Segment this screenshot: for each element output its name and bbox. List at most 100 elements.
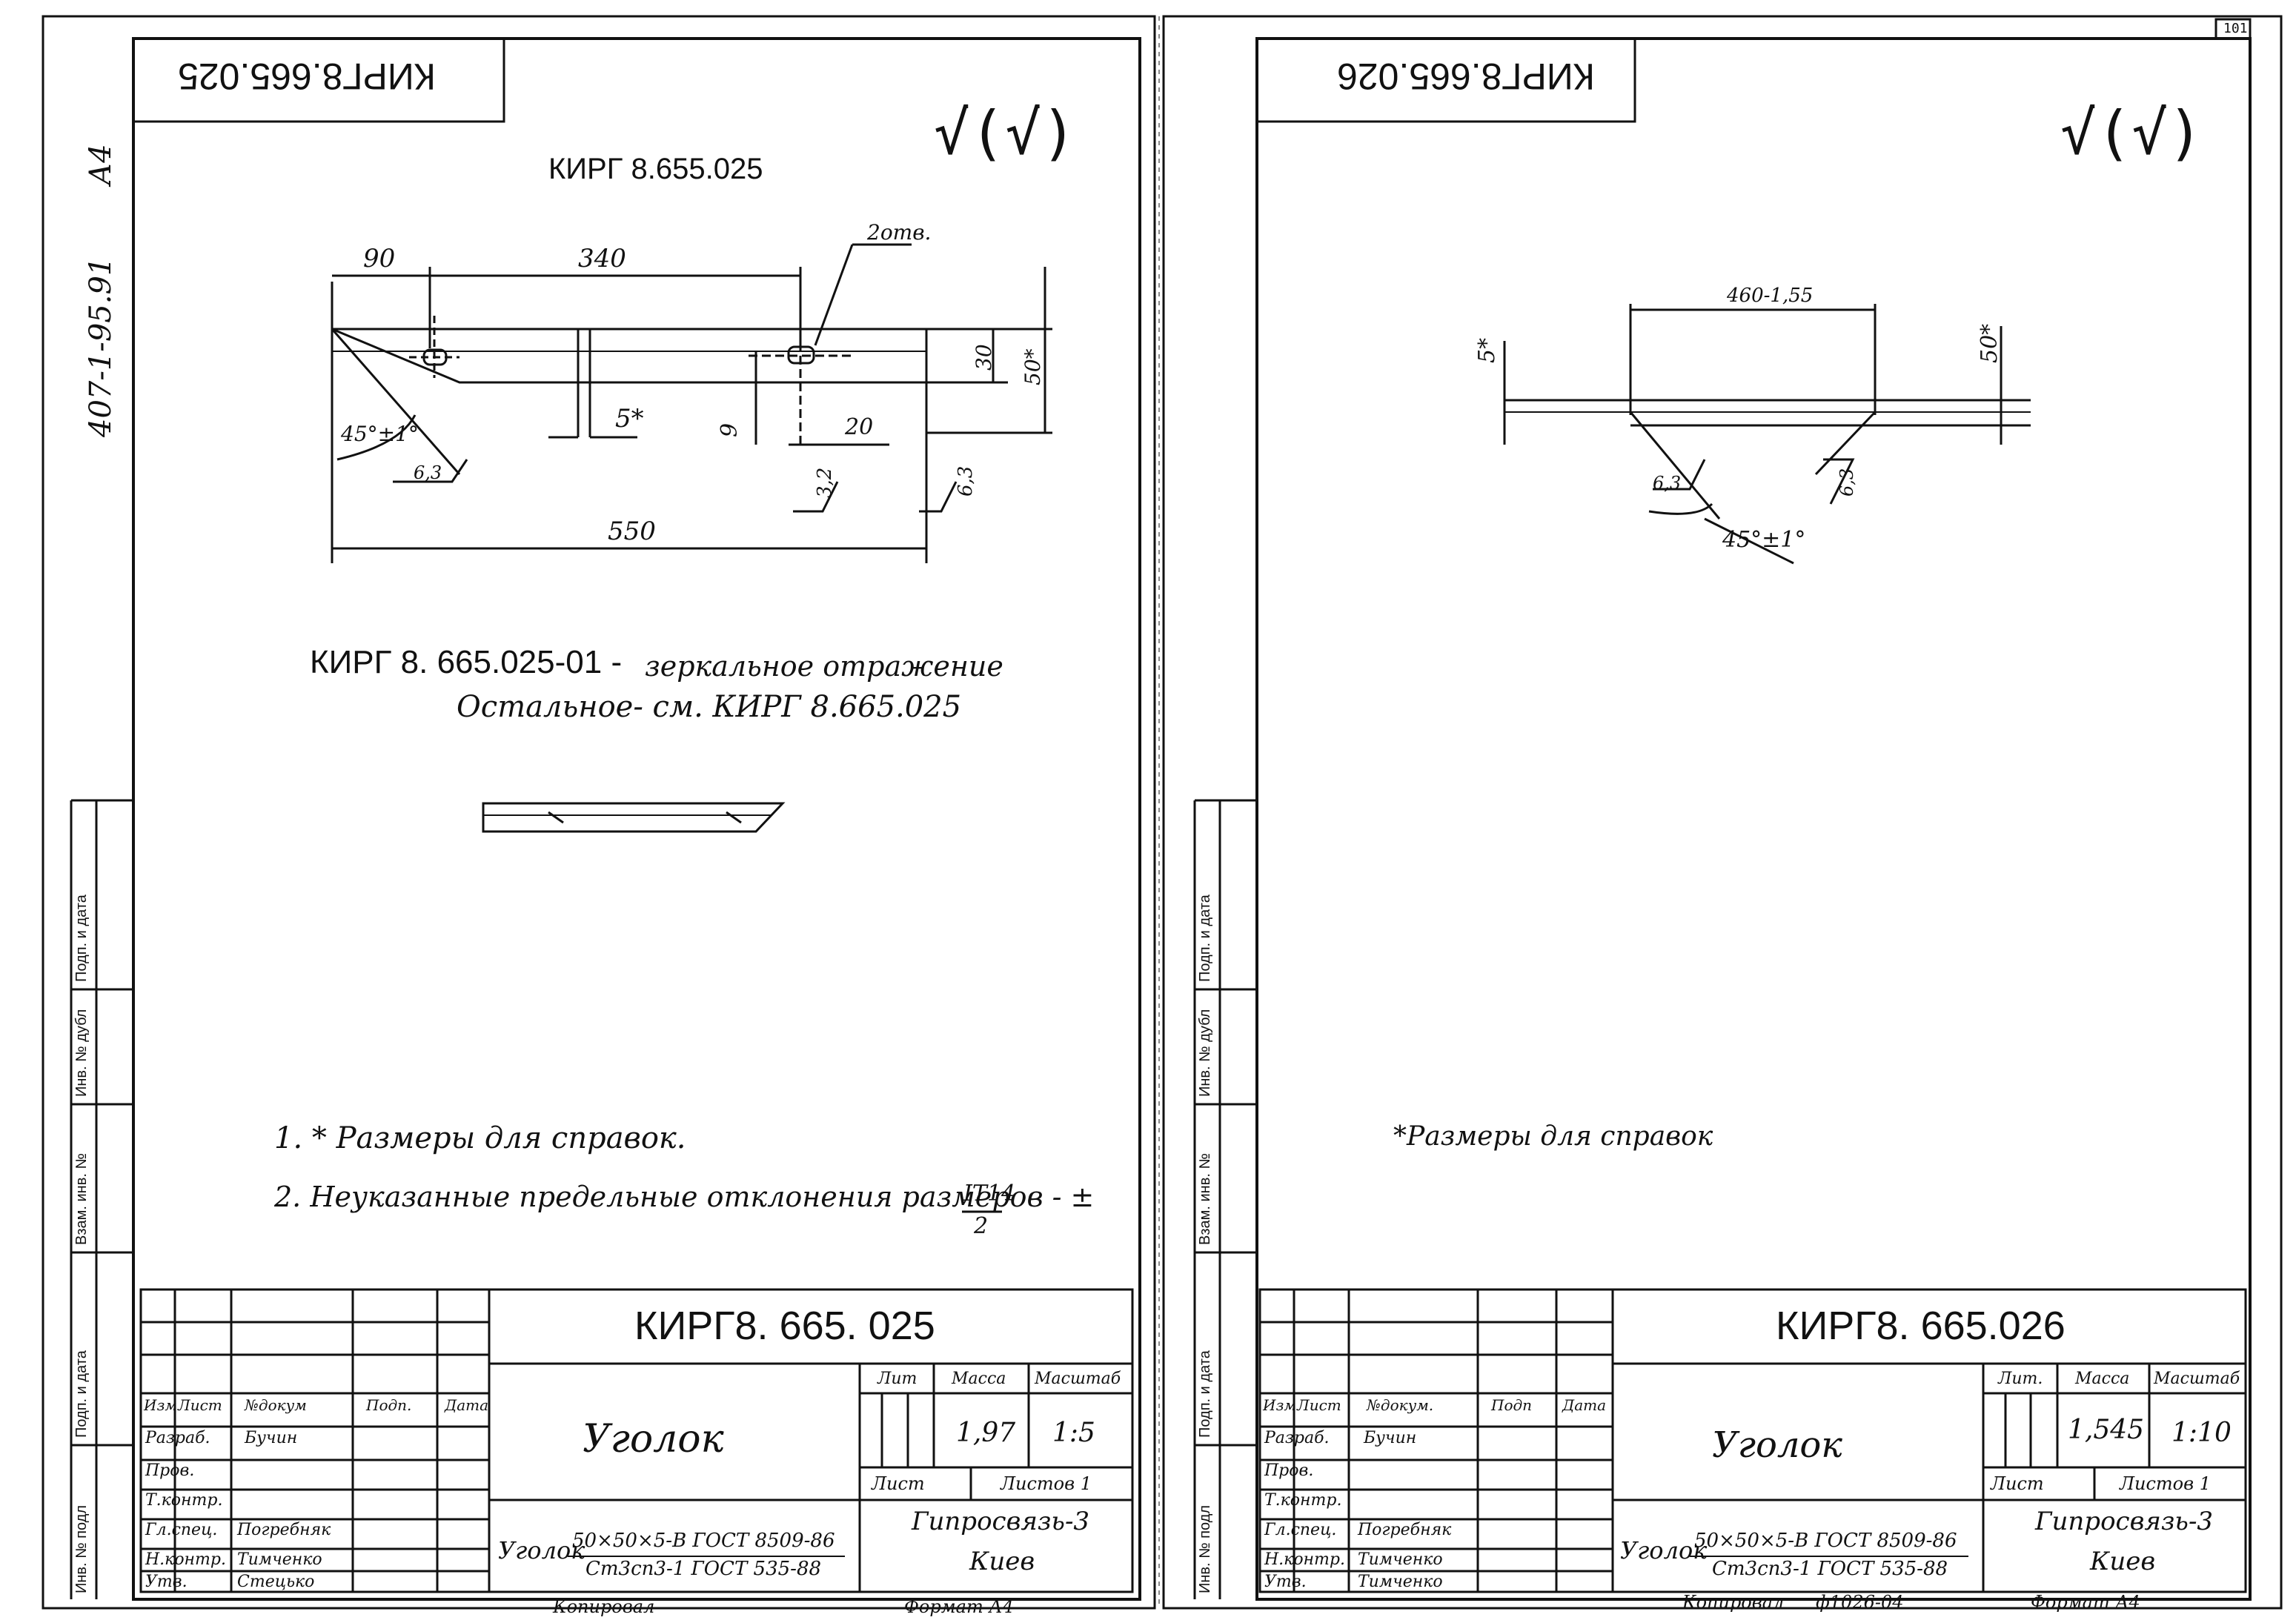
l-org2: Киев (969, 1547, 1035, 1576)
dim-90: 90 (363, 244, 396, 273)
l-scale-h: Масштаб (1035, 1370, 1121, 1388)
r-lit: Лит. (1998, 1370, 2043, 1388)
r-name-3: Погребняк (1358, 1521, 1452, 1539)
dim-50: 50* (1021, 348, 1045, 385)
l-role-4: Н.контр. (145, 1550, 226, 1569)
r-org1: Гипросвязь-3 (2035, 1507, 2214, 1536)
l-name-3: Погребняк (237, 1521, 331, 1539)
dim-angle: 45°±1° (341, 422, 419, 446)
dim-r32: 3,2 (814, 467, 836, 498)
l-name-5: Стецько (237, 1573, 315, 1591)
r-dim-5: 5* (1474, 337, 1500, 363)
r-role-0: Разраб. (1264, 1429, 1330, 1447)
l-role-3: Гл.спец. (145, 1521, 218, 1539)
r-hdr-date: Дата (1562, 1396, 1607, 1414)
right-title-code: КИРГ8. 665.026 (1776, 1304, 2066, 1348)
r-side-label-1: Инв. № дубл (1197, 1009, 1213, 1097)
r-role-5: Утв. (1264, 1573, 1307, 1591)
r-hdr-izm: Изм (1263, 1396, 1296, 1414)
right-part-name: Уголок (1712, 1424, 1842, 1466)
dim-550: 550 (608, 517, 656, 546)
l-lit: Лит (877, 1370, 918, 1388)
r-material-bot: Ст3сп3-1 ГОСТ 535-88 (1712, 1558, 1948, 1580)
side-code: 407-1-95.91 (84, 256, 118, 437)
right-corner-code: КИРГ8.665.026 (1337, 56, 1595, 97)
l-material-pre: Уголок (498, 1536, 585, 1564)
r-format: Формат А4 (2031, 1592, 2140, 1613)
r-mass: 1,545 (2068, 1415, 2145, 1445)
right-title-block-lines (1258, 1288, 2247, 1593)
side-label-0: Подп. и дата (73, 895, 90, 982)
r-hdr-sign: Подп (1491, 1396, 1533, 1414)
dim-9: 9 (717, 422, 743, 437)
l-role-2: Т.контр. (145, 1491, 223, 1510)
l-hdr-list: Лист (178, 1396, 222, 1414)
l-hdr-izm: Изм (144, 1396, 177, 1414)
r-material-pre: Уголок (1620, 1536, 1708, 1564)
left-part-geometry (331, 243, 1052, 563)
r-dim-r63b: 6,3 (1837, 468, 1857, 497)
side-label-4: Инв. № подл (73, 1504, 90, 1593)
r-role-3: Гл.спец. (1264, 1521, 1337, 1539)
r-hdr-list: Лист (1297, 1396, 1341, 1414)
right-roughness: √(√) (2060, 99, 2203, 167)
r-dim-angle: 45°±1° (1722, 527, 1806, 553)
r-name-0: Бучин (1364, 1429, 1417, 1447)
right-part-geometry (1503, 304, 2031, 565)
note-2-num: IT14 (963, 1181, 1016, 1207)
left-title-code: КИРГ8. 665. 025 (634, 1304, 935, 1348)
dim-5: 5* (615, 404, 644, 434)
r-org2: Киев (2090, 1547, 2156, 1576)
dim-r63a: 6,3 (414, 462, 442, 483)
l-hdr-doc: №докум (245, 1396, 307, 1414)
variant-text: зеркальное отражение (645, 650, 1003, 683)
r-scale-h: Масштаб (2154, 1370, 2240, 1388)
r-copied-no: ф1026-04 (1816, 1592, 1904, 1613)
l-material-bot: Ст3сп3-1 ГОСТ 535-88 (585, 1558, 822, 1580)
left-roughness: √(√) (934, 99, 1077, 167)
r-role-2: Т.контр. (1264, 1491, 1342, 1510)
r-copied: Копировал (1682, 1592, 1785, 1613)
l-scale: 1:5 (1052, 1418, 1095, 1448)
l-hdr-date: Дата (445, 1396, 489, 1414)
note-1: 1. * Размеры для справок. (274, 1121, 686, 1155)
l-org1: Гипросвязь-3 (912, 1507, 1090, 1536)
page-number: 101 (2223, 21, 2248, 36)
mirror-sketch (482, 802, 786, 833)
side-label-3: Подп. и дата (73, 1350, 90, 1438)
r-note: *Размеры для справок (1393, 1121, 1713, 1152)
r-hdr-doc: №докум. (1367, 1396, 1434, 1414)
l-copied: Копировал (553, 1596, 655, 1617)
right-inner-frame (1255, 37, 2252, 1601)
side-label-2: Взам. инв. № (73, 1153, 90, 1245)
r-role-4: Н.контр. (1264, 1550, 1345, 1569)
r-side-label-3: Подп. и дата (1197, 1350, 1213, 1438)
note-2: 2. Неуказанные предельные отклонения раз… (274, 1181, 1095, 1213)
side-label-1: Инв. № дубл (73, 1009, 90, 1097)
dim-340: 340 (578, 244, 626, 273)
left-title-block-lines (139, 1288, 1134, 1593)
left-corner-code: КИРГ8.665.025 (178, 56, 436, 97)
l-mass: 1,97 (956, 1418, 1016, 1448)
variant-code: КИРГ 8. 665.025-01 - (310, 644, 623, 680)
l-hdr-sign: Подп. (366, 1396, 412, 1414)
l-format: Формат А4 (904, 1596, 1014, 1617)
l-sheets: Листов 1 (1001, 1473, 1092, 1494)
left-part-name: Уголок (583, 1417, 724, 1461)
l-role-5: Утв. (145, 1573, 188, 1591)
l-mass-h: Масса (952, 1370, 1006, 1388)
left-outer-frame (42, 15, 1156, 1610)
r-sheets: Листов 1 (2120, 1473, 2211, 1494)
dim-30: 30 (972, 344, 996, 371)
r-dim-r63a: 6,3 (1653, 473, 1682, 494)
rest-text: Остальное- см. КИРГ 8.665.025 (457, 690, 962, 724)
l-role-1: Пров. (145, 1461, 195, 1480)
r-name-4: Тимченко (1358, 1550, 1443, 1569)
dim-holes: 2отв. (867, 220, 932, 245)
dim-20: 20 (845, 414, 874, 440)
left-drawing-title: КИРГ 8.655.025 (548, 153, 763, 185)
l-sheet: Лист (872, 1473, 925, 1494)
r-dim-50: 50* (1977, 323, 2003, 363)
r-side-label-0: Подп. и дата (1197, 895, 1213, 982)
